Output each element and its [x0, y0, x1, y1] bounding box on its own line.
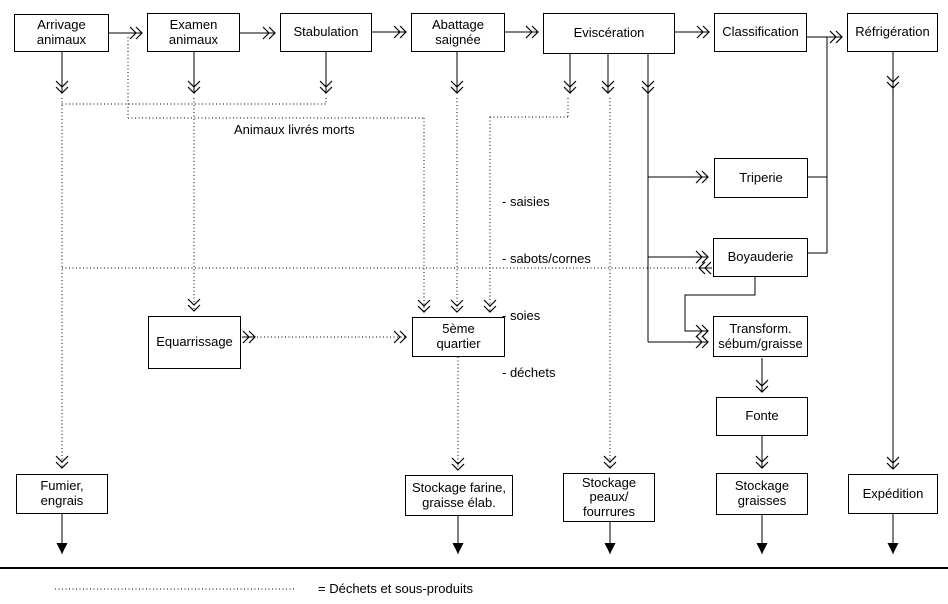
legend-text: = Déchets et sous-produits	[318, 581, 473, 596]
box-fumier-engrais: Fumier, engrais	[16, 474, 108, 514]
box-boyauderie: Boyauderie	[713, 238, 808, 277]
box-evisceration: Eviscération	[543, 13, 675, 54]
annotation-saisies-item: - sabots/cornes	[502, 251, 591, 266]
box-abattage-saignee: Abattage saignée	[411, 13, 505, 52]
dotted-connectors	[55, 37, 711, 590]
box-stockage-graisses: Stockage graisses	[716, 473, 808, 515]
annotation-saisies-item: - soies	[502, 308, 541, 323]
solid-connectors	[0, 25, 948, 569]
annotation-animaux-livres-morts: Animaux livrés morts	[234, 122, 355, 137]
box-equarrissage: Equarrissage	[148, 316, 241, 369]
box-5eme-quartier: 5ème quartier	[412, 317, 505, 357]
box-refrigeration: Réfrigération	[847, 13, 938, 52]
box-arrivage-animaux: Arrivage animaux	[14, 14, 109, 52]
box-transformation-sebum-graisse: Transform. sébum/graisse	[713, 316, 808, 357]
box-stockage-peaux-fourrures: Stockage peaux/ fourrures	[563, 473, 655, 522]
box-expedition: Expédition	[848, 474, 938, 514]
box-fonte: Fonte	[716, 397, 808, 436]
annotation-saisies-list: - saisies - sabots/cornes - soies - déch…	[502, 154, 591, 420]
annotation-saisies-item: - déchets	[502, 365, 556, 380]
box-stabulation: Stabulation	[280, 13, 372, 52]
box-stockage-farine: Stockage farine, graisse élab.	[405, 475, 513, 516]
box-triperie: Triperie	[714, 158, 808, 198]
annotation-saisies-item: - saisies	[502, 194, 550, 209]
box-examen-animaux: Examen animaux	[147, 13, 240, 52]
box-classification: Classification	[714, 13, 807, 52]
